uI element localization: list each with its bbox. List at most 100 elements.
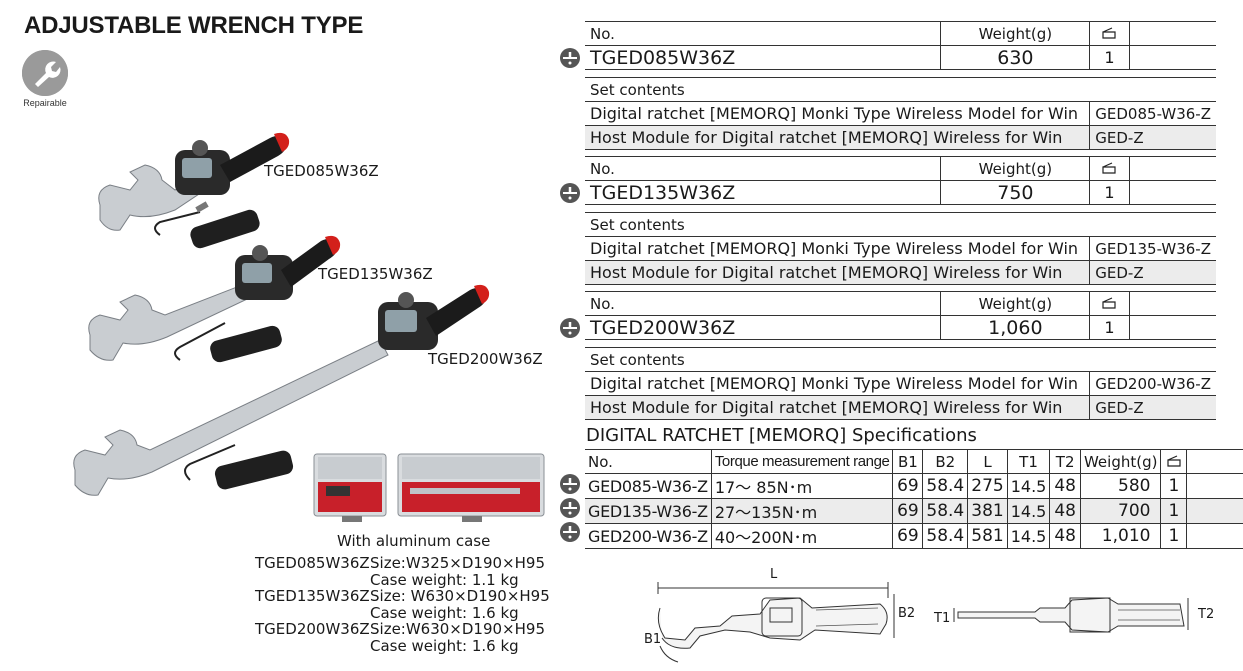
tool2-label: TGED135W36Z bbox=[318, 265, 433, 283]
ratchet-model: GED085-W36-Z bbox=[585, 473, 712, 499]
case-size: Size:W630×D190×H95 bbox=[370, 620, 545, 638]
content-code: GED-Z bbox=[1089, 260, 1216, 285]
ratchet-row: GED085-W36-Z 17～ 85N･m 69 58.4 275 14.5 … bbox=[585, 473, 1243, 499]
ratchet-t2: 48 bbox=[1049, 523, 1081, 549]
weight-header: Weight(g) bbox=[940, 21, 1090, 46]
ratchet-range: 27～135N･m bbox=[710, 498, 893, 524]
case-size: Size:W325×D190×H95 bbox=[370, 554, 545, 572]
ratchet-weight: 1,010 bbox=[1079, 523, 1161, 549]
ratchet-weight: 580 bbox=[1079, 473, 1161, 499]
set-contents-label-row: Set contents bbox=[585, 77, 1216, 102]
content-name: Host Module for Digital ratchet [MEMORQ]… bbox=[585, 260, 1090, 285]
set-header-row: No. Weight(g) bbox=[585, 291, 1216, 316]
dim-l-label: L bbox=[770, 567, 778, 582]
dim-t2-label: T2 bbox=[1198, 607, 1215, 622]
set-contents-label: Set contents bbox=[585, 77, 1216, 102]
content-code: GED-Z bbox=[1089, 395, 1216, 420]
set-qty: 1 bbox=[1089, 315, 1130, 340]
set-content-row: Digital ratchet [MEMORQ] Monki Type Wire… bbox=[585, 101, 1216, 126]
set-header-row: No. Weight(g) bbox=[585, 156, 1216, 181]
content-code: GED085-W36-Z bbox=[1089, 101, 1216, 126]
warning-icon bbox=[560, 498, 580, 518]
repairable-badge: Repairable bbox=[22, 50, 70, 110]
set-contents-label-row: Set contents bbox=[585, 212, 1216, 237]
set-content-row: Host Module for Digital ratchet [MEMORQ]… bbox=[585, 395, 1216, 420]
case-model: TGED135W36Z bbox=[255, 587, 370, 605]
weight-header: Weight(g) bbox=[940, 291, 1090, 316]
ratchet-t1: 14.5 bbox=[1006, 498, 1050, 524]
set-contents-label: Set contents bbox=[585, 347, 1216, 372]
content-name: Digital ratchet [MEMORQ] Monki Type Wire… bbox=[585, 101, 1090, 126]
ratchet-specs-table: No. Torque measurement range B1 B2 L T1 … bbox=[585, 449, 1243, 549]
col-b1: B1 bbox=[892, 449, 923, 474]
ratchet-t2: 48 bbox=[1049, 473, 1081, 499]
tool3-label: TGED200W36Z bbox=[428, 350, 543, 368]
wrench-200-image bbox=[73, 284, 490, 496]
case-row: Case weight: 1.1 kg bbox=[255, 570, 550, 589]
no-header: No. bbox=[585, 156, 941, 181]
content-code: GED135-W36-Z bbox=[1089, 236, 1216, 261]
ratchet-model: GED135-W36-Z bbox=[585, 498, 712, 524]
set-header-row: No. Weight(g) bbox=[585, 21, 1216, 46]
ratchet-range: 40～200N･m bbox=[710, 523, 893, 549]
col-weight: Weight(g) bbox=[1079, 449, 1161, 474]
case-row: Case weight: 1.6 kg bbox=[255, 636, 550, 655]
wrench-icon bbox=[22, 50, 68, 96]
col-t2: T2 bbox=[1049, 449, 1081, 474]
weight-header: Weight(g) bbox=[940, 156, 1090, 181]
case-model: TGED085W36Z bbox=[255, 554, 370, 572]
tool1-label: TGED085W36Z bbox=[264, 162, 379, 180]
box-icon bbox=[1089, 21, 1130, 46]
wrench-135-image bbox=[88, 235, 341, 363]
case-weight: Case weight: 1.1 kg bbox=[370, 570, 519, 589]
repairable-label: Repairable bbox=[23, 98, 67, 108]
ratchet-qty: 1 bbox=[1160, 473, 1187, 499]
set-qty: 1 bbox=[1089, 45, 1130, 70]
box-icon bbox=[1089, 291, 1130, 316]
set-content-row: Host Module for Digital ratchet [MEMORQ]… bbox=[585, 260, 1216, 285]
case-size: Size: W630×D190×H95 bbox=[370, 587, 550, 605]
col-b2: B2 bbox=[922, 449, 968, 474]
ratchet-weight: 700 bbox=[1079, 498, 1161, 524]
ratchet-b2: 58.4 bbox=[922, 498, 968, 524]
content-name: Host Module for Digital ratchet [MEMORQ]… bbox=[585, 395, 1090, 420]
set-model-number: TGED085W36Z bbox=[585, 45, 941, 70]
ratchet-range: 17～ 85N･m bbox=[710, 473, 893, 499]
case-model: TGED200W36Z bbox=[255, 620, 370, 638]
col-no: No. bbox=[585, 449, 712, 474]
ratchet-t1: 14.5 bbox=[1006, 473, 1050, 499]
case-weight: Case weight: 1.6 kg bbox=[370, 636, 519, 655]
ratchet-l: 275 bbox=[967, 473, 1008, 499]
case-caption: With aluminum case bbox=[337, 532, 491, 550]
set-content-row: Digital ratchet [MEMORQ] Monki Type Wire… bbox=[585, 236, 1216, 261]
case-weight: Case weight: 1.6 kg bbox=[370, 603, 519, 622]
warning-icon bbox=[560, 183, 580, 203]
set-contents-label-row: Set contents bbox=[585, 347, 1216, 372]
set-weight: 750 bbox=[940, 180, 1090, 205]
ratchet-model: GED200-W36-Z bbox=[585, 523, 712, 549]
warning-icon bbox=[560, 48, 580, 68]
dimension-diagram bbox=[657, 582, 1189, 663]
ratchet-l: 581 bbox=[967, 523, 1008, 549]
warning-icon bbox=[560, 318, 580, 338]
dim-b2-label: B2 bbox=[898, 606, 916, 621]
ratchet-l: 381 bbox=[967, 498, 1008, 524]
box-icon bbox=[1089, 156, 1130, 181]
ratchet-b2: 58.4 bbox=[922, 473, 968, 499]
warning-icon bbox=[560, 522, 580, 542]
ratchet-b1: 69 bbox=[892, 473, 923, 499]
page-title: ADJUSTABLE WRENCH TYPE bbox=[24, 12, 364, 39]
content-code: GED-Z bbox=[1089, 125, 1216, 150]
content-code: GED200-W36-Z bbox=[1089, 371, 1216, 396]
wrench-085-image bbox=[98, 132, 290, 249]
set-content-row: Digital ratchet [MEMORQ] Monki Type Wire… bbox=[585, 371, 1216, 396]
content-name: Digital ratchet [MEMORQ] Monki Type Wire… bbox=[585, 236, 1090, 261]
box-icon bbox=[1160, 449, 1187, 474]
ratchet-t2: 48 bbox=[1049, 498, 1081, 524]
ratchet-row: GED135-W36-Z 27～135N･m 69 58.4 381 14.5 … bbox=[585, 498, 1243, 524]
no-header: No. bbox=[585, 291, 941, 316]
